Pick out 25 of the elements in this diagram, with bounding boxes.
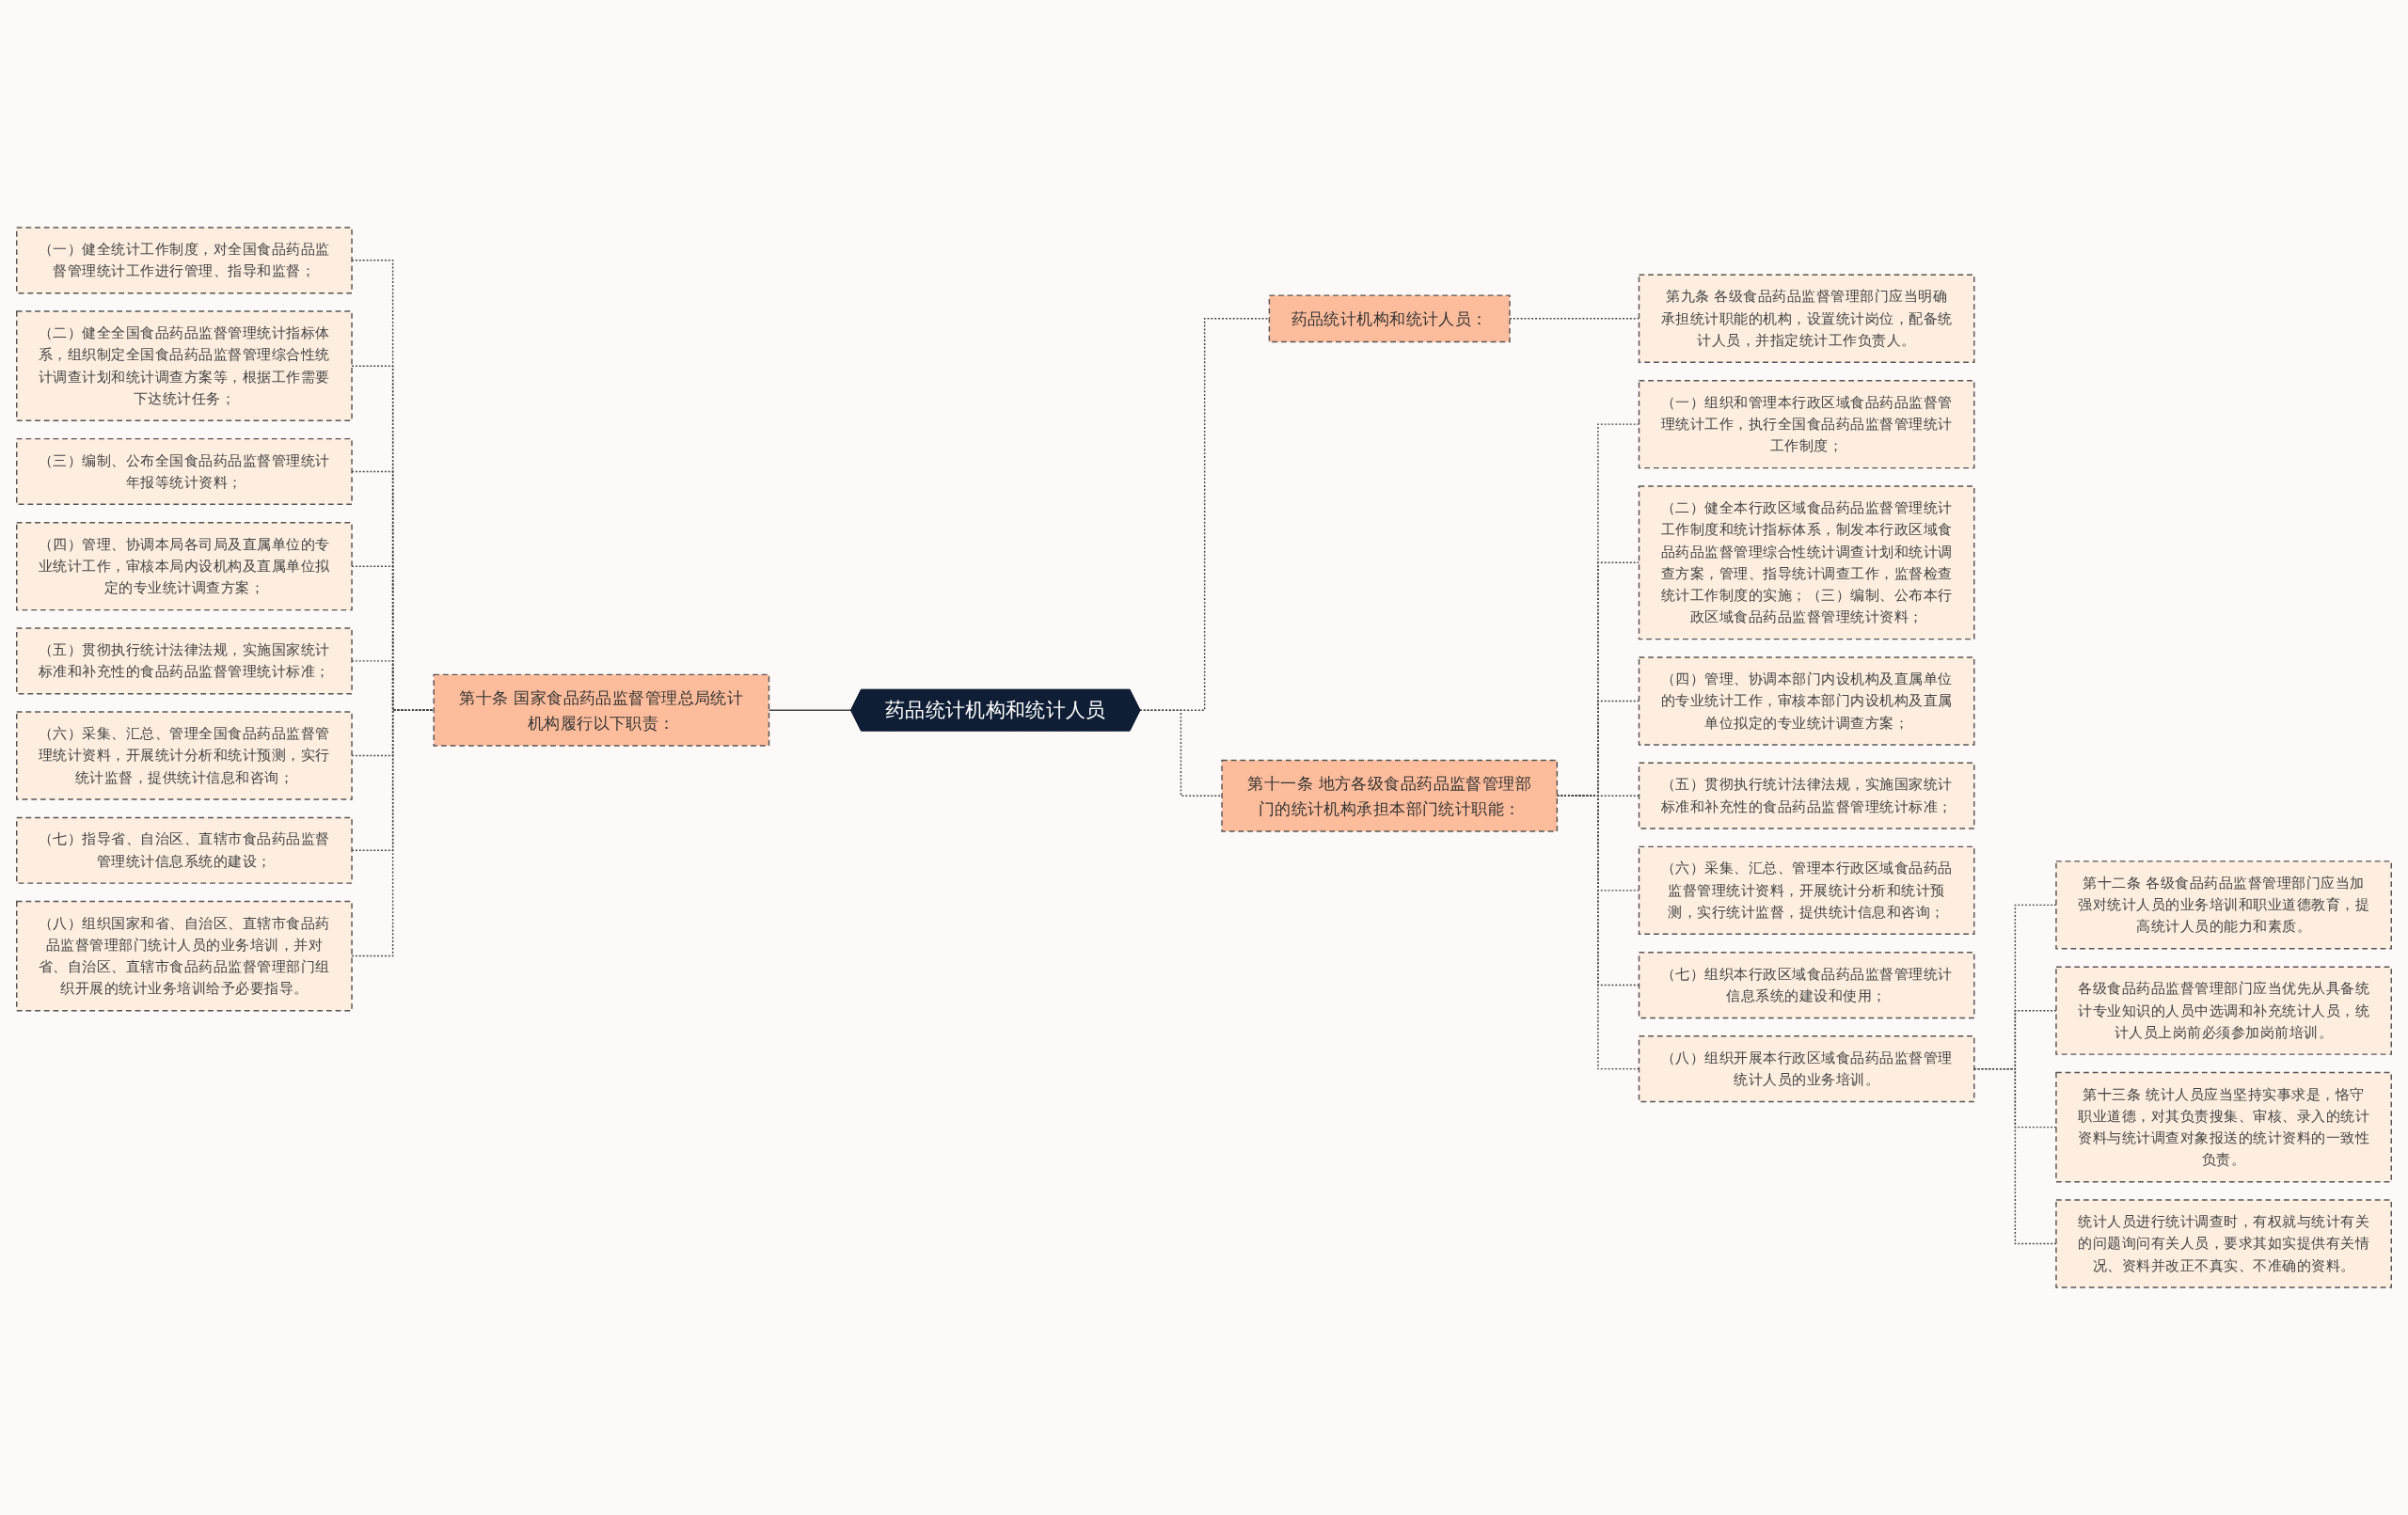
connector <box>1139 709 1223 797</box>
node-box: （七）组织本行政区域食品药品监督管理统计信息系统的建设和使用； <box>1638 951 1975 1019</box>
node-box: 第九条 各级食品药品监督管理部门应当明确承担统计职能的机构，设置统计岗位，配备统计人员，并指定统计工作负责人。 <box>1638 274 1975 363</box>
node-box: 药品统计机构和统计人员： <box>1268 294 1511 343</box>
node-box: （四）管理、协调本部门内设机构及直属单位的专业统计工作，审核本部门内设机构及直属单位拟定的专业统计调查方案； <box>1638 656 1975 746</box>
node-box: （五）贯彻执行统计法律法规，实施国家统计标准和补充性的食品药品监督管理统计标准； <box>1638 762 1975 829</box>
node-box: （五）贯彻执行统计法律法规，实施国家统计标准和补充性的食品药品监督管理统计标准； <box>16 627 353 695</box>
node-box: （四）管理、协调本局各司局及直属单位的专业统计工作，审核本局内设机构及直属单位拟定的专业统计调查方案； <box>16 521 353 611</box>
node-box: 第十条 国家食品药品监督管理总局统计机构履行以下职责： <box>433 673 770 747</box>
node-box: 各级食品药品监督管理部门应当优先从具备统计专业知识的人员中选调和补充统计人员，统计人员上岗前必须参加岗前培训。 <box>2055 966 2392 1055</box>
node-box: （六）采集、汇总、管理本行政区域食品药品监督管理统计资料，开展统计分析和统计预测，实行统计监督，提供统计信息和咨询； <box>1638 845 1975 936</box>
node-box: 统计人员进行统计调查时，有权就与统计有关的问题询问有关人员，要求其如实提供有关情况、资料并改正不真实、不准确的资料。 <box>2055 1199 2392 1288</box>
node-box: （二）健全全国食品药品监督管理统计指标体系，组织制定全国食品药品监督管理综合性统计调查计划和统计调查方案等，根据工作需要下达统计任务； <box>16 310 353 421</box>
node-box: （一）组织和管理本行政区域食品药品监督管理统计工作，执行全国食品药品监督管理统计工作制度； <box>1638 379 1975 469</box>
node-box: （八）组织国家和省、自治区、直辖市食品药品监督管理部门统计人员的业务培训，并对省、自治区、直辖市食品药品监督管理部门组织开展的统计业务培训给予必要指导。 <box>16 900 353 1012</box>
node-box: （七）指导省、自治区、直辖市食品药品监督管理统计信息系统的建设； <box>16 816 353 884</box>
node-box: 第十三条 统计人员应当坚持实事求是，恪守职业道德，对其负责搜集、审核、录入的统计资料与统计调查对象报送的统计资料的一致性负责。 <box>2055 1071 2392 1183</box>
node-box: （八）组织开展本行政区域食品药品监督管理统计人员的业务培训。 <box>1638 1035 1975 1103</box>
node-box: （一）健全统计工作制度，对全国食品药品监督管理统计工作进行管理、指导和监督； <box>16 227 353 294</box>
node-box: （二）健全本行政区域食品药品监督管理统计工作制度和统计指标体系，制发本行政区域食品药品监督管理综合性统计调查计划和统计调查方案，管理、指导统计调查工作，监督检查统计工作制度的实施；（三）编制、公布本行政区域食品药品监督管理统计资料； <box>1638 485 1975 640</box>
node-box: 第十一条 地方各级食品药品监督管理部门的统计机构承担本部门统计职能： <box>1221 759 1559 832</box>
node-box: 第十二条 各级食品药品监督管理部门应当加强对统计人员的业务培训和职业道德教育，提高统计人员的能力和素质。 <box>2055 860 2392 950</box>
node-box: （三）编制、公布全国食品药品监督管理统计年报等统计资料； <box>16 437 353 506</box>
connector <box>1556 795 1640 1070</box>
node-box: （六）采集、汇总、管理全国食品药品监督管理统计资料，开展统计分析和统计预测，实行统计监督，提供统计信息和咨询； <box>16 711 353 800</box>
